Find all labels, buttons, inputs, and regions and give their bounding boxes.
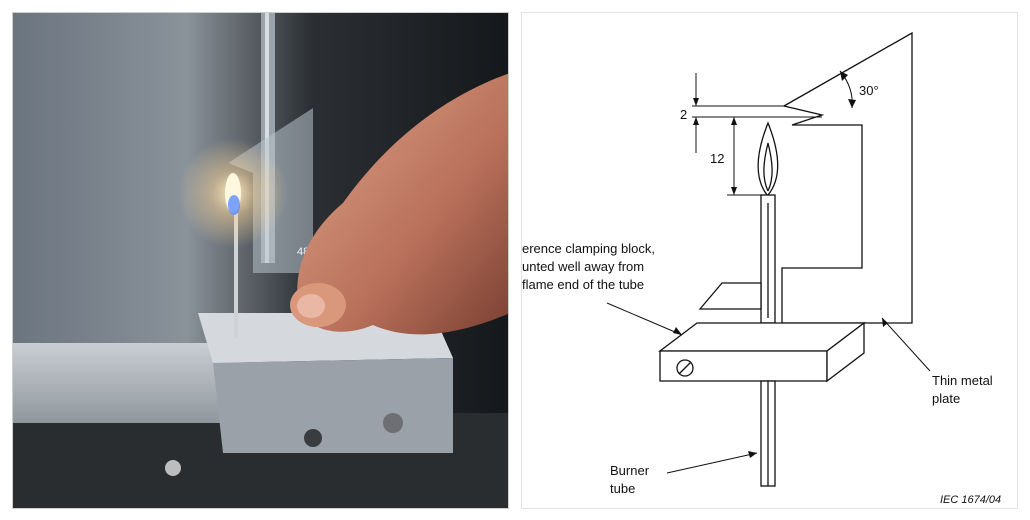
burner-tube xyxy=(234,213,238,338)
test-photo: 48 xyxy=(12,12,509,509)
diagram-drawing: 30° 2 12 xyxy=(522,31,1001,506)
hand xyxy=(297,73,508,335)
clamping-block-label: erence clamping block, unted well away f… xyxy=(522,241,659,292)
block-stub xyxy=(698,282,762,310)
screw-icon xyxy=(676,359,694,377)
dim-gap-label: 2 xyxy=(680,107,687,122)
flame-shape xyxy=(757,121,779,196)
dim-flame-label: 12 xyxy=(710,151,724,166)
metal-plate-outline xyxy=(781,31,913,324)
clamp-arm xyxy=(13,343,233,423)
clamping-block-front xyxy=(213,358,453,453)
iec-credit: IEC 1674/04 xyxy=(940,494,1001,506)
clamping-block-side xyxy=(826,321,865,383)
metal-plate-label: Thin metal plate xyxy=(932,373,996,406)
angle-label: 30° xyxy=(859,83,879,98)
diagram: 30° 2 12 xyxy=(521,12,1018,509)
burner-tube-label: Burner tube xyxy=(610,463,653,496)
test-photo-illustration: 48 xyxy=(13,13,508,508)
